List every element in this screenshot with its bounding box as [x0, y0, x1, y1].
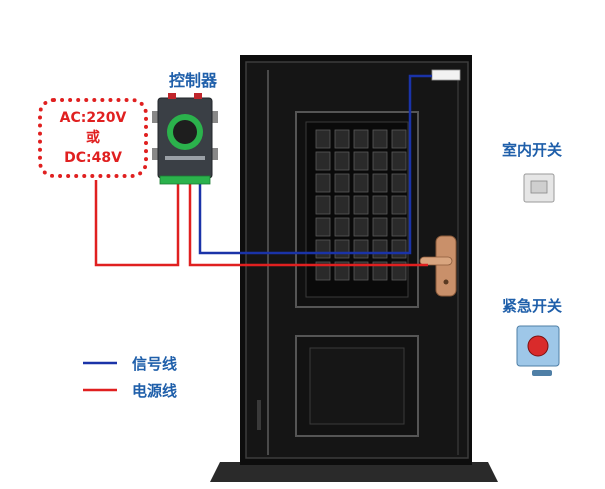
grille-cell — [315, 239, 331, 259]
grille-cell — [372, 261, 388, 281]
grille-cell — [334, 239, 350, 259]
emergency-switch-label: 紧急开关 — [501, 297, 562, 315]
grille-cell — [315, 129, 331, 149]
door-keyhole — [443, 279, 449, 285]
legend-signal-label: 信号线 — [132, 355, 178, 373]
grille-cell — [391, 173, 407, 193]
lower-panel-inner — [309, 347, 405, 425]
legend-power-label: 电源线 — [132, 382, 178, 400]
power-line-supply — [94, 180, 180, 267]
grille-cell — [334, 151, 350, 171]
grille-cell — [315, 173, 331, 193]
grille-cell — [353, 151, 369, 171]
grille-cell — [391, 261, 407, 281]
hinge — [257, 400, 261, 430]
controller-device — [152, 93, 218, 185]
grille-cell — [372, 129, 388, 149]
grille-cell — [391, 217, 407, 237]
emergency-switch-icon — [516, 325, 560, 376]
grille-cell — [372, 217, 388, 237]
window-grille — [315, 129, 407, 281]
grille-cell — [353, 195, 369, 215]
grille-cell — [334, 261, 350, 281]
signal-line-to-lock — [198, 74, 432, 255]
grille-cell — [372, 239, 388, 259]
electric-lock — [431, 69, 461, 81]
grille-cell — [334, 129, 350, 149]
grille-cell — [353, 217, 369, 237]
grille-cell — [372, 151, 388, 171]
grille-cell — [353, 173, 369, 193]
grille-cell — [391, 195, 407, 215]
power-line-to-lock — [188, 180, 428, 267]
grille-cell — [315, 151, 331, 171]
floor-shadow — [210, 462, 498, 482]
grille-cell — [391, 129, 407, 149]
grille-cell — [315, 217, 331, 237]
grille-cell — [372, 195, 388, 215]
power-supply-dc: DC:48V — [64, 150, 122, 166]
grille-cell — [353, 261, 369, 281]
grille-cell — [391, 239, 407, 259]
grille-cell — [353, 239, 369, 259]
grille-cell — [315, 195, 331, 215]
grille-cell — [334, 173, 350, 193]
indoor-switch-label: 室内开关 — [501, 141, 562, 159]
grille-cell — [353, 129, 369, 149]
grille-cell — [334, 195, 350, 215]
door-handle-plate — [435, 235, 457, 297]
controller-label: 控制器 — [168, 71, 217, 90]
power-supply-box: AC:220V 或 DC:48V — [38, 98, 148, 178]
grille-cell — [372, 173, 388, 193]
grille-cell — [334, 217, 350, 237]
grille-cell — [391, 151, 407, 171]
grille-cell — [315, 261, 331, 281]
power-supply-ac: AC:220V — [59, 110, 127, 126]
door-handle-lever — [419, 256, 453, 266]
indoor-switch-icon — [523, 173, 555, 203]
power-supply-or: 或 — [86, 130, 100, 146]
